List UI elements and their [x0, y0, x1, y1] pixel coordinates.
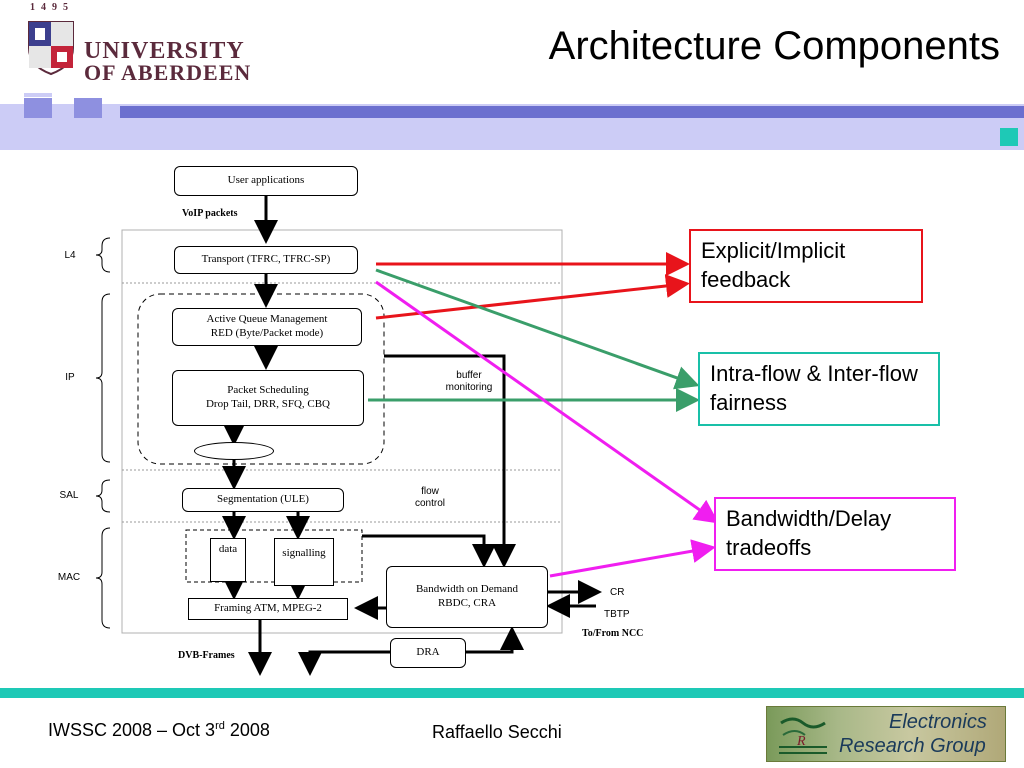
crest-year: 1495	[30, 2, 74, 13]
user-applications-box: User applications	[174, 166, 358, 196]
bandwidth-callout: Bandwidth/Delay tradeoffs	[714, 497, 956, 571]
university-crest	[26, 14, 76, 76]
cr-label: CR	[610, 587, 625, 598]
transport-label: Transport (TFRC, TFRC-SP)	[201, 253, 331, 266]
magenta-arrow-1	[375, 280, 719, 524]
feedback-callout: Explicit/Implicit feedback	[689, 229, 923, 303]
brace-sal	[95, 479, 111, 513]
bod-label-2: RBDC, CRA	[437, 596, 497, 609]
green-arrow-1	[375, 268, 700, 390]
flow-control-label: flow control	[404, 486, 456, 510]
stack-frame	[121, 229, 563, 634]
scheduling-label-2: Drop Tail, DRR, SFQ, CBQ	[205, 398, 331, 410]
buffer-label-1: buffer	[456, 370, 482, 381]
signalling-label: signalling	[282, 547, 326, 559]
framing-label: Framing ATM, MPEG-2	[214, 602, 322, 615]
segmentation-label: Segmentation (ULE)	[217, 493, 309, 506]
footer-conference-sup: rd	[215, 720, 225, 732]
layer-label-l4: L4	[64, 250, 76, 261]
header-square-2	[74, 98, 102, 118]
magenta-arrow-2	[549, 539, 716, 578]
buffer-label-2: monitoring	[445, 382, 493, 393]
corner-teal-square	[1000, 128, 1018, 146]
data-box: data	[210, 538, 246, 582]
signalling-box: signalling	[274, 538, 334, 586]
footer-author: Raffaello Secchi	[432, 722, 562, 742]
bod-label-1: Bandwidth on Demand	[415, 583, 519, 595]
slide-title: Architecture Components	[548, 24, 1000, 68]
brace-ip	[95, 293, 111, 463]
erg-logo: R Electronics Research Group	[766, 706, 1006, 762]
ncc-label: To/From NCC	[582, 628, 644, 639]
dvb-frames-label: DVB-Frames	[178, 650, 235, 661]
data-label: data	[218, 543, 238, 555]
scheduling-label-1: Packet Scheduling	[227, 384, 309, 397]
erg-emblem-icon: R	[779, 717, 827, 754]
tbtp-label: TBTP	[604, 609, 630, 620]
brace-mac	[95, 527, 111, 629]
flow-label-2: control	[414, 498, 445, 509]
erg-line-1: Electronics	[889, 711, 987, 733]
voip-label: VoIP packets	[182, 208, 238, 219]
logo-line-2: OF ABERDEEN	[84, 60, 252, 85]
red-arrow-2	[375, 274, 690, 320]
buffer-monitoring-label: buffer monitoring	[434, 370, 504, 394]
user-applications-label: User applications	[227, 174, 305, 187]
header-square-small-1	[24, 93, 52, 97]
dra-label: DRA	[416, 646, 440, 659]
footer-conference: IWSSC 2008 – Oct 3rd 2008	[48, 720, 270, 741]
logo-line-1: UNIVERSITY	[84, 38, 245, 64]
layer-label-mac: MAC	[57, 572, 81, 583]
fairness-callout: Intra-flow & Inter-flow fairness	[698, 352, 940, 426]
aqm-label-2: RED (Byte/Packet mode)	[210, 327, 324, 339]
layer-label-ip: IP	[65, 372, 75, 383]
svg-text:R: R	[796, 734, 806, 749]
flow-label-1: flow	[421, 486, 439, 497]
brace-l4	[95, 237, 111, 273]
header-square-1	[24, 98, 52, 118]
footer-conference-end: 2008	[224, 720, 270, 740]
segmentation-box: Segmentation (ULE)	[182, 488, 344, 512]
erg-line-2: Research Group	[839, 735, 986, 757]
footer-conference-main: IWSSC 2008 – Oct 3	[48, 720, 216, 740]
footer-band	[0, 688, 1024, 698]
merge-ellipse	[194, 442, 274, 460]
transport-box: Transport (TFRC, TFRC-SP)	[174, 246, 358, 274]
layer-label-sal: SAL	[59, 490, 79, 501]
header-dark-stripe	[120, 106, 1024, 118]
framing-box: Framing ATM, MPEG-2	[188, 598, 348, 620]
dra-box: DRA	[390, 638, 466, 668]
aqm-label-1: Active Queue Management	[206, 313, 328, 326]
